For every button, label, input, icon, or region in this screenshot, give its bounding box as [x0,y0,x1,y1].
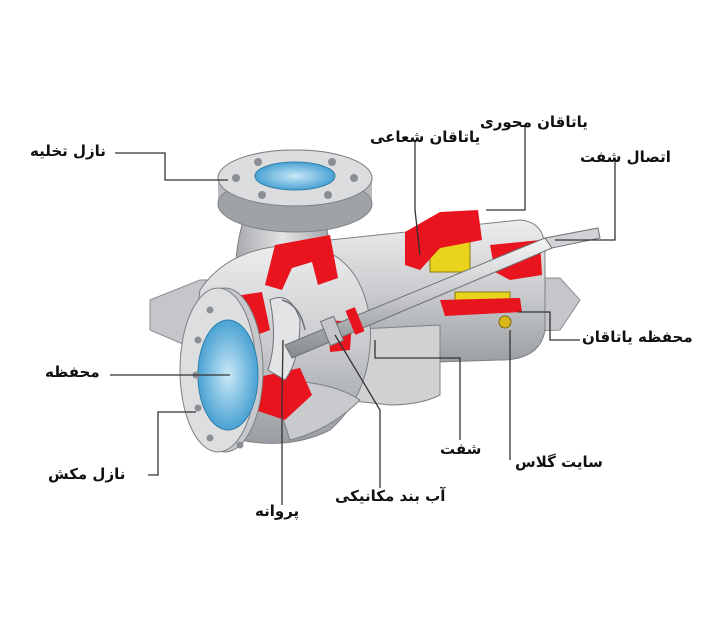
leader-bearing-housing [518,311,580,341]
leader-shaft [374,340,461,440]
suction-flange-shape [179,287,264,453]
label-axial-bearing: یاتاقان محوری [480,113,588,131]
leader-axial-bearing [486,126,526,211]
leader-shaft-coupling [555,160,616,241]
label-sight-glass: سایت گلاس [515,453,603,471]
leader-discharge-nozzle [115,152,228,181]
impeller-shape [267,297,306,381]
label-casing: محفظه [45,363,100,381]
leader-lines [110,126,616,505]
label-impeller: پروانه [255,502,300,520]
leader-impeller [281,339,284,505]
leader-suction-nozzle [148,411,196,476]
label-suction-nozzle: نازل مکش [48,465,126,483]
leader-mechanical-seal [334,334,381,488]
label-shaft: شفت [440,440,482,458]
shaft-shape [284,227,601,359]
label-mechanical-seal: آب بند مکانیکی [335,487,446,505]
label-discharge-nozzle: نازل تخلیه [30,142,106,160]
label-shaft-coupling: اتصال شفت [580,148,671,166]
leader-radial-bearing [414,142,421,256]
label-bearing-housing: محفظه یاتاقان [582,328,693,346]
label-radial-bearing: یاتاقان شعاعی [370,128,481,146]
